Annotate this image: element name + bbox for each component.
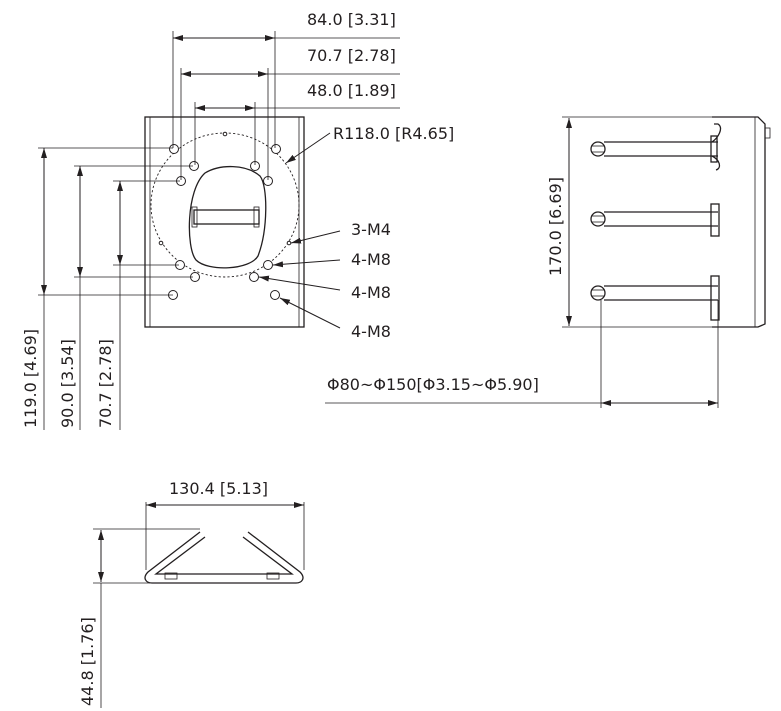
front-view: 84.0 [3.31] 70.7 [2.78] 48.0 [1.89] R118… xyxy=(21,10,454,430)
dim-bottom-depth: 44.8 [1.76] xyxy=(78,617,97,706)
dim-height-mid: 90.0 [3.54] xyxy=(58,339,77,428)
clamp-strap-bottom xyxy=(590,275,720,321)
dim-pole-range: Φ80~Φ150[Φ3.15~Φ5.90] xyxy=(327,375,539,394)
dim-height-inner: 70.7 [2.78] xyxy=(96,339,115,428)
dim-width-mid: 70.7 [2.78] xyxy=(307,46,396,65)
dim-width-inner: 48.0 [1.89] xyxy=(307,81,396,100)
dim-width-outer: 84.0 [3.31] xyxy=(307,10,396,29)
radius-arc xyxy=(150,132,300,278)
m4-screw-hole xyxy=(158,240,164,246)
callout-4-m8-a: 4-M8 xyxy=(351,250,391,269)
callout-4-m8-b: 4-M8 xyxy=(351,283,391,302)
bottom-profile-outer xyxy=(144,531,304,584)
clamp-strap-top xyxy=(590,123,722,171)
center-opening xyxy=(188,165,267,269)
clamp-strap-mid xyxy=(590,203,720,237)
m8-hole xyxy=(270,290,280,300)
m4-screw-hole xyxy=(222,131,228,137)
m8-hole xyxy=(271,144,281,154)
m8-hole xyxy=(263,260,273,270)
callout-3-m4: 3-M4 xyxy=(351,220,391,239)
dim-side-height: 170.0 [6.69] xyxy=(546,177,565,276)
side-plate xyxy=(712,116,766,328)
m4-screw-hole xyxy=(286,240,292,246)
front-plate xyxy=(144,116,305,328)
bottom-view: 130.4 [5.13] 44.8 [1.76] xyxy=(78,479,305,708)
clamp-bar xyxy=(193,209,260,225)
callout-4-m8-c: 4-M8 xyxy=(351,322,391,341)
m8-hole xyxy=(249,272,259,282)
bottom-profile-inner xyxy=(154,536,294,575)
side-view: 170.0 [6.69] Φ80~Φ150[Φ3.15~Φ5.90] xyxy=(325,116,771,408)
dim-height-outer: 119.0 [4.69] xyxy=(21,329,40,428)
callout-radius: R118.0 [R4.65] xyxy=(333,124,454,143)
dim-bottom-width: 130.4 [5.13] xyxy=(169,479,268,498)
m8-hole xyxy=(169,144,179,154)
